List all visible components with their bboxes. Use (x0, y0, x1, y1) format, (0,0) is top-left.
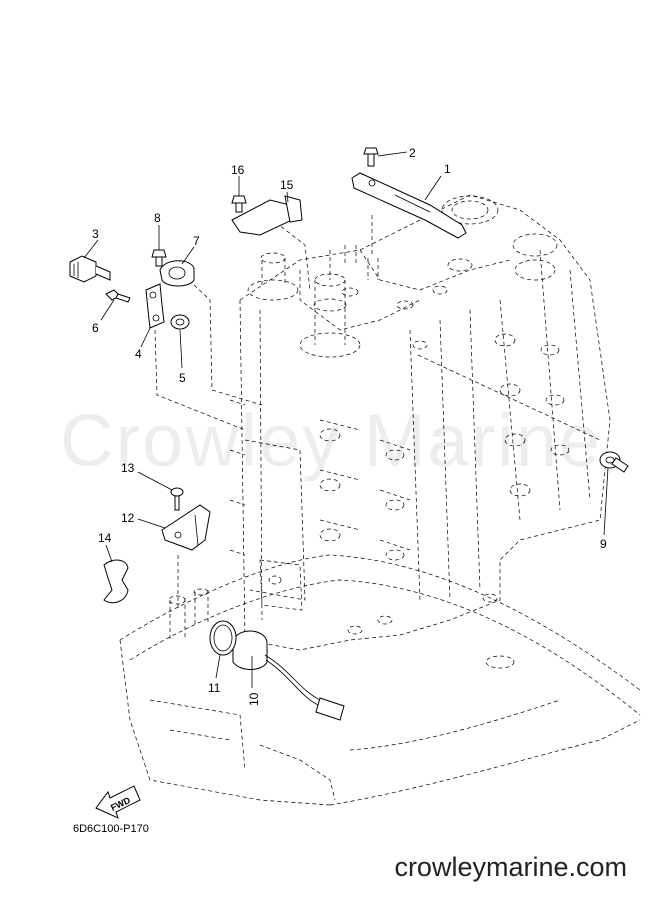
callout-2: 2 (409, 146, 416, 160)
lower-cowling (119, 554, 641, 806)
callout-7: 7 (193, 234, 200, 248)
site-url: crowleymarine.com (394, 852, 627, 882)
part-12-bracket (161, 504, 211, 551)
callout-10: 10 (247, 692, 261, 706)
part-5-grommet (170, 314, 190, 330)
callout-15: 15 (280, 178, 294, 192)
fwd-arrow: FWD (95, 785, 141, 819)
watermark: Crowley Marine (60, 399, 603, 482)
part-4-bracket (145, 283, 165, 329)
part-13-screw (170, 487, 184, 511)
part-16-bolt (231, 195, 247, 213)
callout-6: 6 (92, 321, 99, 335)
callout-13: 13 (121, 461, 135, 475)
part-1-bracket-plate (351, 172, 467, 239)
callout-9: 9 (600, 537, 607, 551)
callout-12: 12 (121, 511, 135, 525)
callout-8: 8 (154, 211, 161, 225)
callout-16: 16 (231, 163, 245, 177)
assembly-lines (154, 215, 601, 610)
part-15-clamp (231, 195, 303, 236)
callout-1: 1 (444, 162, 451, 176)
part-2-bolt (363, 147, 379, 167)
callout-3: 3 (92, 227, 99, 241)
diagram-code: 6D6C100-P170 (73, 823, 149, 835)
callouts: 1 2 3 4 5 6 7 8 9 10 11 12 13 14 15 16 (92, 146, 607, 706)
part-10-connector (232, 630, 345, 721)
leader-lines (83, 151, 609, 688)
callout-14: 14 (98, 531, 112, 545)
part-11-o-ring (209, 620, 237, 656)
engine-block (229, 194, 611, 651)
part-3-sensor (69, 255, 111, 283)
part-8-bolt (151, 249, 167, 267)
part-6-bolt (105, 289, 131, 303)
callout-5: 5 (179, 371, 186, 385)
part-7-clamp (159, 260, 195, 287)
callout-4: 4 (135, 347, 142, 361)
part-14-clip (103, 559, 129, 604)
part-9-sensor (599, 451, 629, 473)
callout-11: 11 (208, 681, 221, 695)
